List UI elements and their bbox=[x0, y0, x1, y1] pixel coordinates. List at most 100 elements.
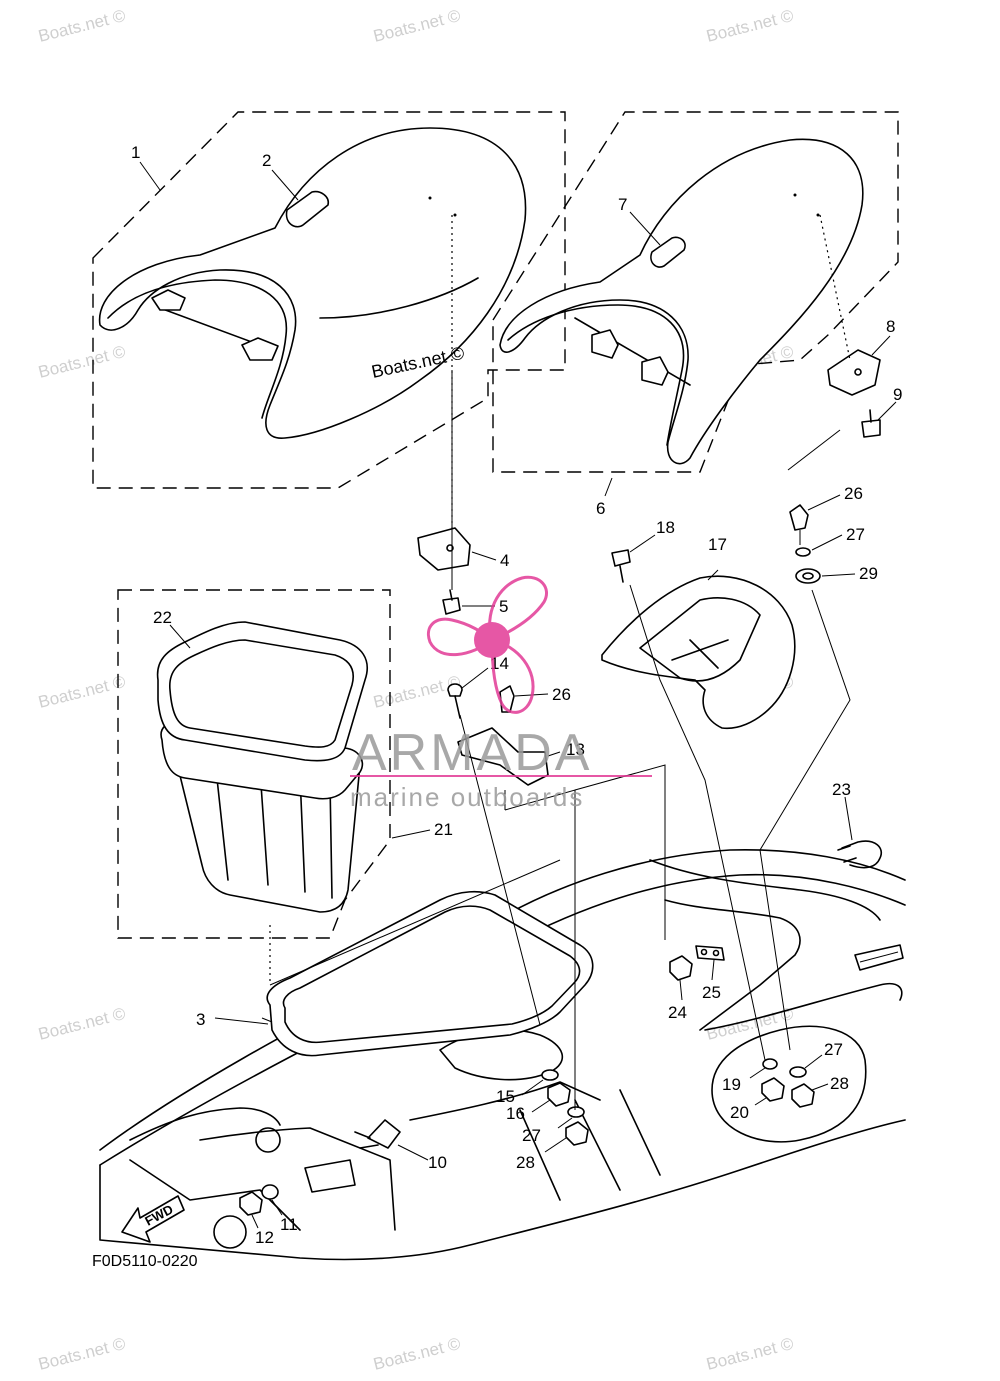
leader-line bbox=[139, 161, 161, 191]
rear-seat-group-outline bbox=[492, 111, 899, 473]
bracket-hole bbox=[854, 368, 862, 376]
front-seat-group-outline bbox=[92, 111, 566, 489]
plate-25 bbox=[695, 945, 725, 961]
drain-plug-seat bbox=[213, 1215, 247, 1249]
rear-seat-cushion bbox=[499, 138, 864, 465]
part-number-17: 17 bbox=[708, 535, 727, 554]
rear-seat-bottom-rim bbox=[507, 304, 685, 446]
assembly-line bbox=[269, 859, 561, 986]
part-number-5: 5 bbox=[499, 597, 508, 616]
hull-detail-1 bbox=[129, 1107, 281, 1141]
nut-20 bbox=[761, 1077, 785, 1102]
bracket-17-brace bbox=[671, 639, 729, 669]
washer-29-hole bbox=[802, 572, 814, 580]
rear-seat-latch-right bbox=[641, 356, 669, 386]
front-seat-cushion bbox=[98, 127, 527, 439]
part-number-21: 21 bbox=[434, 820, 453, 839]
leader-line bbox=[811, 1083, 829, 1091]
leader-line bbox=[391, 829, 431, 839]
grab-strap-front bbox=[285, 190, 330, 228]
propeller-logo-icon bbox=[427, 575, 548, 714]
leader-line bbox=[169, 624, 191, 649]
leader-line bbox=[679, 979, 683, 1001]
bolt-18 bbox=[611, 549, 631, 567]
bolt-9 bbox=[861, 419, 881, 438]
leader-line bbox=[604, 477, 613, 497]
logo-wordmark: ARMADA bbox=[352, 724, 592, 782]
washer-19 bbox=[762, 1058, 778, 1070]
seat-hole bbox=[793, 193, 797, 197]
leader-line bbox=[544, 1137, 567, 1153]
part-number-3: 3 bbox=[196, 1010, 205, 1029]
watermark: Boats.net © bbox=[36, 672, 127, 712]
washer-27 bbox=[795, 547, 811, 557]
hull-port-hole bbox=[255, 1127, 281, 1153]
nut-28-center bbox=[565, 1121, 589, 1146]
nut-12 bbox=[239, 1191, 263, 1216]
bolt-14-shank bbox=[454, 695, 461, 719]
leader-line bbox=[871, 335, 891, 356]
leader-line bbox=[711, 959, 715, 981]
front-seat-latch-left bbox=[151, 289, 186, 311]
fitting-10 bbox=[367, 1119, 401, 1149]
rear-seat-latch-left bbox=[591, 329, 619, 359]
plate-hole bbox=[700, 948, 708, 956]
washer-15 bbox=[541, 1069, 559, 1081]
drawing-code: F0D5110-0220 bbox=[92, 1253, 198, 1270]
leader-line bbox=[807, 494, 841, 511]
part-number-28: 28 bbox=[516, 1153, 535, 1172]
leader-line bbox=[877, 401, 897, 421]
part-number-28: 28 bbox=[830, 1074, 849, 1093]
assembly-line bbox=[819, 214, 851, 361]
storage-box-assembly bbox=[117, 589, 391, 939]
leader-line bbox=[271, 1199, 283, 1216]
washer-29 bbox=[795, 568, 821, 584]
leader-line bbox=[754, 1097, 767, 1106]
hardware bbox=[239, 349, 882, 1216]
hull-plate bbox=[304, 1159, 356, 1193]
front-seat-assembly: Boats.net © bbox=[92, 111, 566, 489]
assembly-line bbox=[459, 714, 541, 1026]
part-number-27: 27 bbox=[846, 525, 865, 544]
part-number-19: 19 bbox=[722, 1075, 741, 1094]
part-number-6: 6 bbox=[596, 499, 605, 518]
part-number-26: 26 bbox=[552, 685, 571, 704]
u-bolt-23-threads bbox=[837, 845, 857, 863]
bracket-17-inner bbox=[639, 597, 761, 682]
assembly-lines bbox=[269, 214, 851, 1110]
bolt-18-shank bbox=[619, 565, 624, 583]
bolt-14 bbox=[447, 683, 463, 697]
leader-line bbox=[261, 1017, 273, 1023]
part-number-26: 26 bbox=[844, 484, 863, 503]
leader-line bbox=[707, 569, 719, 581]
deck-rim bbox=[649, 859, 881, 921]
grab-strap-rear bbox=[650, 236, 686, 268]
leader-line bbox=[629, 534, 656, 553]
watermark: Boats.net © bbox=[36, 1004, 127, 1044]
hull-top-line-2 bbox=[99, 873, 906, 1166]
front-seat-bottom-rim bbox=[107, 279, 288, 419]
leader-line bbox=[471, 551, 497, 561]
leader-line bbox=[811, 534, 843, 551]
part-labels: 1 2 3 4 5 6 7 8 9 10 11 12 13 14 15 16 bbox=[131, 143, 902, 1247]
assembly-line bbox=[787, 429, 841, 471]
hull-bottom-outline bbox=[99, 1119, 906, 1261]
stud-26 bbox=[789, 504, 809, 531]
leader-line bbox=[821, 573, 856, 577]
part-number-1: 1 bbox=[131, 143, 140, 162]
watermark: Boats.net © bbox=[36, 342, 127, 382]
part-number-12: 12 bbox=[255, 1228, 274, 1247]
bracket-hole bbox=[446, 544, 454, 552]
leader-line bbox=[804, 1054, 823, 1069]
seat-hole bbox=[816, 213, 820, 217]
nut-28-inset bbox=[791, 1083, 815, 1108]
leader-line bbox=[557, 1117, 573, 1129]
leader-line bbox=[461, 667, 489, 689]
storage-bucket-ribs bbox=[214, 759, 333, 899]
rear-seat-assembly bbox=[492, 111, 899, 473]
assembly-line bbox=[759, 589, 851, 1051]
bolt-5-shank bbox=[449, 589, 453, 601]
washer-27-center bbox=[567, 1106, 585, 1118]
part-number-18: 18 bbox=[656, 518, 675, 537]
